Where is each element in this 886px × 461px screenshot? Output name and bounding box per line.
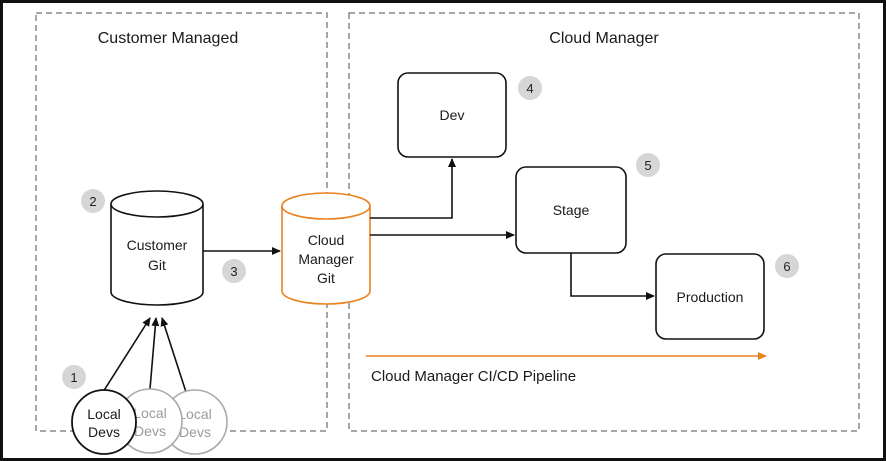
cloud-manager-zone xyxy=(348,12,860,432)
cloud-manager-title: Cloud Manager xyxy=(549,30,659,47)
step-badge-5: 5 xyxy=(636,153,660,177)
local-devs-circle-1: Local Devs xyxy=(71,389,137,455)
production-box xyxy=(655,253,765,340)
step-number-5: 5 xyxy=(644,158,651,173)
arrow-local-dev-3 xyxy=(160,317,187,393)
step-badge-4: 4 xyxy=(518,76,542,100)
step-number-4: 4 xyxy=(526,81,533,96)
cloud-git-label-line2: Manager xyxy=(298,251,354,267)
stage-label: Stage xyxy=(553,202,590,218)
local-devs-1-line2: Devs xyxy=(88,424,120,440)
step-number-3: 3 xyxy=(230,264,237,279)
production-label: Production xyxy=(677,289,744,305)
local-devs-2-line2: Devs xyxy=(134,423,166,439)
cloud-git-label-line3: Git xyxy=(317,270,335,286)
arrow-stage-to-production xyxy=(570,253,655,300)
step-badge-3: 3 xyxy=(222,259,246,283)
step-badge-6: 6 xyxy=(775,254,799,278)
local-devs-3-line1: Local xyxy=(178,406,211,422)
customer-git-cylinder: Customer Git xyxy=(110,190,204,306)
arrow-local-dev-1 xyxy=(102,317,151,393)
cloud-manager-git-cylinder: Cloud Manager Git xyxy=(281,192,371,305)
customer-managed-title: Customer Managed xyxy=(98,30,239,47)
step-number-2: 2 xyxy=(89,194,96,209)
step-badge-2: 2 xyxy=(81,189,105,213)
step-badge-1: 1 xyxy=(62,365,86,389)
local-devs-3-line2: Devs xyxy=(179,424,211,440)
local-devs-2-line1: Local xyxy=(133,405,166,421)
pipeline-label: Cloud Manager CI/CD Pipeline xyxy=(371,368,576,385)
dev-box xyxy=(397,72,507,158)
arrow-local-dev-2 xyxy=(149,317,160,390)
step-number-1: 1 xyxy=(70,370,77,385)
step-number-6: 6 xyxy=(783,259,790,274)
cloud-git-label-line1: Cloud xyxy=(308,232,345,248)
local-devs-1-line1: Local xyxy=(87,406,120,422)
arrow-cloud-git-to-dev xyxy=(370,158,456,219)
dev-label: Dev xyxy=(440,107,465,123)
local-devs-circle-2: Local Devs xyxy=(117,388,183,454)
customer-git-label-line1: Customer xyxy=(127,237,188,253)
customer-git-label-line2: Git xyxy=(148,257,166,273)
